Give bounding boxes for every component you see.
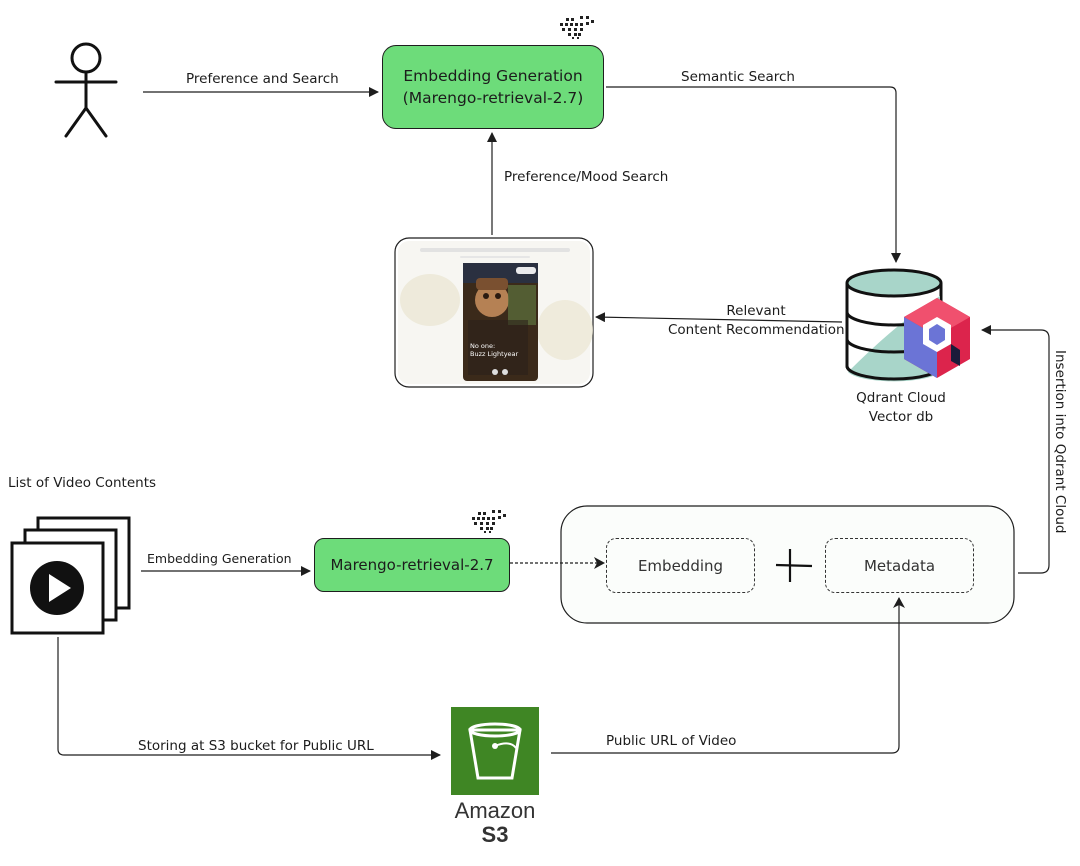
marengo-box: Marengo-retrieval-2.7 — [314, 538, 510, 592]
semantic-search-label: Semantic Search — [681, 69, 795, 85]
amazon-s3-line2: S3 — [481, 822, 509, 847]
screenshot-caption: No one: Buzz Lightyear — [470, 342, 519, 359]
screenshot-caption-line1: No one: — [470, 342, 496, 350]
app-screenshot — [394, 237, 594, 388]
amazon-s3-line1: Amazon — [454, 798, 536, 823]
arrow-insertion — [981, 325, 1050, 574]
twelvelabs-logo-bottom — [472, 510, 506, 533]
video-list-icon — [10, 516, 131, 635]
qdrant-logo-icon — [904, 298, 970, 378]
amazon-s3-label: Amazon S3 — [440, 798, 550, 848]
s3-store-label: Storing at S3 bucket for Public URL — [138, 738, 374, 754]
embedding-generation-model: (Marengo-retrieval-2.7) — [402, 89, 584, 107]
qdrant-label-line2: Vector db — [868, 409, 934, 426]
embedding-generation-arrow-label: Embedding Generation — [147, 551, 292, 566]
embedding-box: Embedding — [606, 538, 755, 593]
arrow-videos-to-s3 — [57, 637, 441, 760]
embedding-generation-title: Embedding Generation — [403, 67, 583, 85]
embedding-generation-box: Embedding Generation (Marengo-retrieval-… — [382, 45, 604, 129]
insertion-label: Insertion into Qdrant Cloud — [1052, 350, 1068, 534]
plus-icon — [775, 549, 813, 582]
recommendation-line2: Content Recommendation — [668, 322, 845, 339]
pref-mood-search-label: Preference/Mood Search — [504, 169, 669, 185]
public-url-label: Public URL of Video — [606, 733, 737, 749]
screenshot-caption-line2: Buzz Lightyear — [470, 349, 519, 358]
arrow-recommendation — [595, 312, 843, 323]
metadata-box: Metadata — [825, 538, 974, 593]
twelvelabs-logo-top — [560, 16, 594, 39]
recommendation-line1: Relevant — [726, 303, 786, 319]
qdrant-label: Qdrant Cloud Vector db — [846, 390, 956, 425]
user-icon — [54, 42, 118, 138]
arrow-semantic-search — [606, 86, 901, 263]
recommendation-label: Relevant Content Recommendation — [668, 303, 845, 339]
amazon-s3-icon — [451, 707, 539, 795]
preference-and-search-label: Preference and Search — [186, 71, 339, 87]
qdrant-label-line1: Qdrant Cloud — [856, 390, 946, 406]
video-list-label: List of Video Contents — [8, 475, 157, 491]
arrow-s3-to-metadata — [551, 597, 905, 754]
